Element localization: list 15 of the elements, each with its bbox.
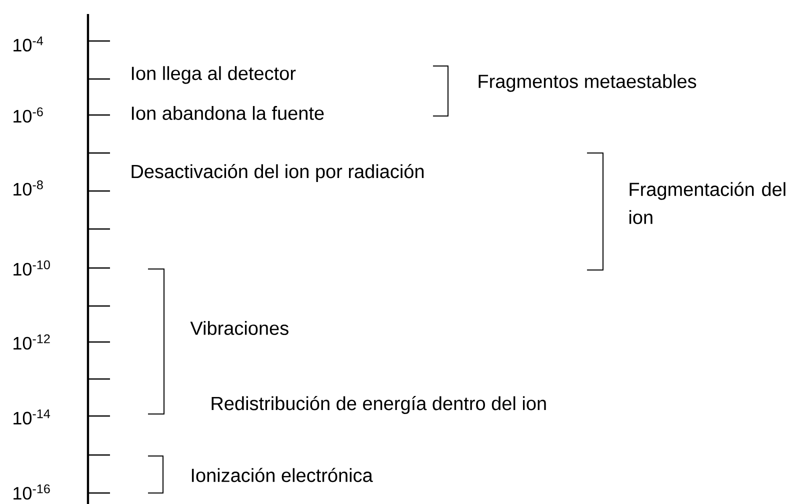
event-label: Ion llega al detector bbox=[132, 66, 296, 84]
tick-label: 10$^{-6}$ bbox=[14, 107, 43, 123]
event-label: Desactivación del ion por radiación bbox=[132, 164, 424, 182]
event-label: Ionización electrónica bbox=[192, 468, 373, 482]
tick-label: 10$^{-14}$ bbox=[14, 409, 50, 425]
tick-label: 10$^{-10}$ bbox=[14, 260, 50, 276]
tick-label: 10$^{-4}$ bbox=[14, 36, 44, 52]
tick-label: 10$^{-16}$ bbox=[14, 484, 50, 500]
event-label: Fragmentos metaestables bbox=[478, 74, 696, 92]
tick-label: 10$^{-8}$ bbox=[14, 180, 43, 196]
event-label: Redistribución de energía dentro del ion bbox=[212, 396, 546, 414]
event-label: Fragmentación del ion bbox=[629, 182, 786, 224]
event-label: Vibraciones bbox=[190, 321, 288, 335]
tick-label: 10$^{-12}$ bbox=[14, 334, 50, 350]
event-label: Ion abandona la fuente bbox=[132, 106, 324, 120]
